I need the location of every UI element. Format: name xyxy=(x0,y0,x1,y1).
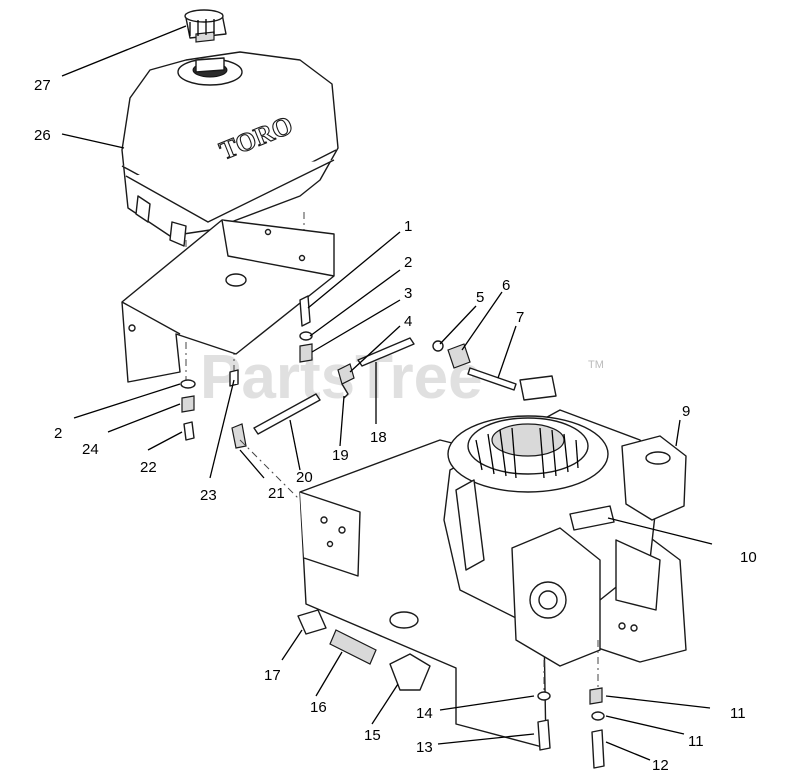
callout-21: 21 xyxy=(268,485,285,502)
callout-26: 26 xyxy=(34,127,51,144)
watermark-tm: TM xyxy=(588,359,604,371)
callout-2: 2 xyxy=(404,254,412,271)
callouts: 1 2 3 4 5 6 7 9 10 11 11 12 13 14 15 16 … xyxy=(34,77,757,774)
callout-27: 27 xyxy=(34,77,51,94)
callout-13: 13 xyxy=(416,739,433,756)
callout-17: 17 xyxy=(264,667,281,684)
oil-drain xyxy=(297,609,431,691)
callout-23: 23 xyxy=(200,487,217,504)
callout-12: 12 xyxy=(652,757,669,774)
callout-22: 22 xyxy=(140,459,157,476)
callout-20: 20 xyxy=(296,469,313,486)
callout-14: 14 xyxy=(416,705,433,722)
callout-10: 10 xyxy=(740,549,757,566)
fuel-cap xyxy=(184,9,227,43)
fuel-fittings xyxy=(180,295,517,449)
callout-6: 6 xyxy=(502,277,510,294)
fuel-tank: TORO xyxy=(121,51,339,247)
mount-hardware xyxy=(537,687,605,769)
callout-18: 18 xyxy=(370,429,387,446)
callout-19: 19 xyxy=(332,447,349,464)
callout-7: 7 xyxy=(516,309,524,326)
callout-2b: 2 xyxy=(54,425,62,442)
engine xyxy=(299,375,687,749)
callout-9: 9 xyxy=(682,403,690,420)
callout-1: 1 xyxy=(404,218,412,235)
callout-11b: 11 xyxy=(688,733,704,750)
callout-16: 16 xyxy=(310,699,327,716)
callout-15: 15 xyxy=(364,727,381,744)
callout-3: 3 xyxy=(404,285,412,302)
callout-11a: 11 xyxy=(730,705,746,722)
callout-24: 24 xyxy=(82,441,99,458)
tank-bracket xyxy=(121,219,335,383)
callout-4: 4 xyxy=(404,313,412,330)
leader-lines xyxy=(61,25,713,761)
callout-5: 5 xyxy=(476,289,484,306)
